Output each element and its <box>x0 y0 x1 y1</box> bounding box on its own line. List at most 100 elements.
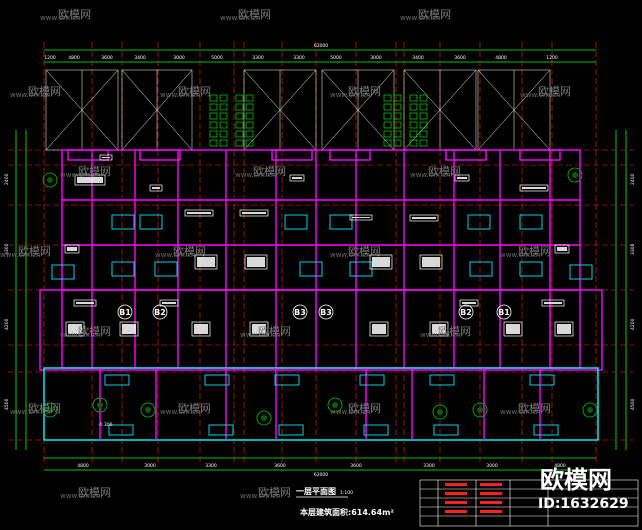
yard-fixture <box>363 424 389 436</box>
fixture <box>329 214 353 230</box>
yard-fixture <box>533 424 559 436</box>
table-mark <box>445 483 467 486</box>
furniture-outline <box>541 299 565 307</box>
furniture-fill <box>557 247 567 251</box>
area-note: 本层建筑面积:614.64m² <box>299 507 394 517</box>
tree <box>327 397 343 413</box>
table-mark <box>480 501 502 504</box>
unit-text: B3 <box>294 308 306 317</box>
tread <box>419 94 428 102</box>
furniture-outline <box>99 154 113 161</box>
watermark-text: 欧模网 <box>538 85 571 98</box>
watermark-text: 欧模网 <box>178 402 211 415</box>
side-dimension-left: 2400 <box>4 173 10 185</box>
watermark-url: www.om.cn <box>420 331 460 339</box>
watermark-url: www.om.cn <box>500 408 540 416</box>
tree <box>567 167 583 183</box>
watermark-url: www.om.cn <box>410 171 450 179</box>
upper-void-zones <box>45 69 551 151</box>
top-dimension: 3000 <box>370 55 382 61</box>
brand-name: 欧模网 <box>540 466 612 494</box>
furniture-fill <box>544 302 562 304</box>
furniture-outline <box>554 321 574 337</box>
furniture-outline <box>519 184 549 192</box>
furniture-piece <box>65 321 85 337</box>
yard-fixture <box>204 374 230 386</box>
plan-scale: 1:100 <box>340 490 353 496</box>
watermark-url: www.om.cn <box>235 171 275 179</box>
furniture-piece <box>64 244 80 254</box>
tree-core <box>261 415 267 421</box>
top-dimension: 3400 <box>134 55 146 61</box>
watermark-url: www.om.cn <box>160 408 200 416</box>
fixture <box>111 261 135 277</box>
watermark-url: www.om.cn <box>10 91 50 99</box>
tread <box>209 139 218 147</box>
tree <box>42 402 58 418</box>
tread <box>245 139 254 147</box>
yard-fixture <box>429 374 455 386</box>
watermark-text: 欧模网 <box>18 245 51 258</box>
furniture-fill <box>457 177 467 179</box>
furniture-outline <box>349 214 373 221</box>
watermark-url: www.om.cn <box>40 14 80 22</box>
watermark-url: www.om.cn <box>400 14 440 22</box>
top-dimension: 3600 <box>454 55 466 61</box>
yard-fixture <box>208 424 234 436</box>
table-outline <box>419 479 639 527</box>
bottom-dimension: 3600 <box>274 463 286 469</box>
tread <box>383 139 392 147</box>
tread <box>209 130 218 138</box>
side-dimension-left: 4200 <box>4 318 10 330</box>
yard-fixture <box>274 374 300 386</box>
tread <box>409 139 418 147</box>
yard-fixture <box>359 374 385 386</box>
furniture-piece <box>519 184 549 192</box>
watermark-text: 欧模网 <box>58 8 91 21</box>
furniture-piece <box>409 214 439 222</box>
furniture-fill <box>412 217 436 219</box>
furniture-piece <box>459 299 479 307</box>
tread <box>245 103 254 111</box>
watermark-text: 欧模网 <box>418 8 451 21</box>
building-walls <box>39 149 603 441</box>
entry-box <box>329 149 371 161</box>
furniture-fill <box>372 324 386 334</box>
furniture-fill <box>122 324 136 334</box>
furniture-piece <box>184 209 214 217</box>
side-dimension-left: 3300 <box>4 243 10 255</box>
furniture-fill <box>557 324 571 334</box>
tread <box>393 139 402 147</box>
tread <box>219 130 228 138</box>
furniture-fill <box>506 324 520 334</box>
tread <box>393 130 402 138</box>
watermark-text: 欧模网 <box>28 85 61 98</box>
yard-fixture <box>104 374 130 386</box>
furniture-fill <box>162 302 176 304</box>
furniture-piece <box>369 321 389 337</box>
tread <box>383 103 392 111</box>
furniture-outline <box>369 254 393 270</box>
furniture-piece <box>73 299 97 307</box>
fixture <box>569 264 593 280</box>
watermark-text: 欧模网 <box>173 245 206 258</box>
bottom-dimension: 4800 <box>77 463 89 469</box>
fixture <box>139 214 163 230</box>
watermark-url: www.om.cn <box>60 331 100 339</box>
unit-circle <box>458 304 474 320</box>
watermark-url: www.om.cn <box>160 91 200 99</box>
tread <box>383 112 392 120</box>
unit-text: B2 <box>460 308 472 317</box>
furniture-fill <box>77 177 103 183</box>
